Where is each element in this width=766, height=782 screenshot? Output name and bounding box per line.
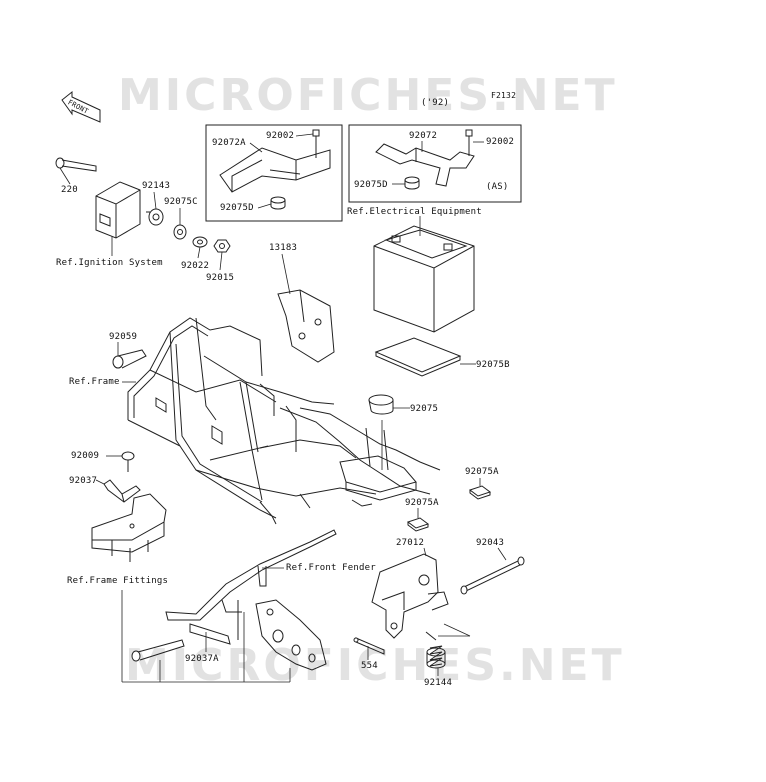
- label-220: 220: [61, 185, 78, 195]
- rod-92043: [460, 556, 525, 595]
- bolt-lower: [131, 639, 185, 662]
- clamp-92037: [103, 479, 141, 503]
- label-92002-left: 92002: [266, 131, 295, 141]
- bolt-92002-right: [465, 129, 473, 156]
- ref-electrical-equipment[interactable]: Ref.Electrical Equipment: [347, 207, 482, 217]
- diagram-code: F2132: [491, 91, 517, 100]
- label-92075d-left: 92075D: [220, 203, 254, 213]
- label-27012: 27012: [396, 538, 425, 548]
- cover-13183: [277, 289, 335, 363]
- ref-frame-fittings[interactable]: Ref.Frame Fittings: [67, 576, 169, 586]
- label-554: 554: [361, 661, 378, 671]
- label-92059: 92059: [109, 332, 138, 342]
- plate: [255, 599, 327, 671]
- label-92075d-right: 92075D: [354, 180, 388, 190]
- frame: [127, 317, 441, 525]
- ref-ignition-system[interactable]: Ref.Ignition System: [56, 258, 163, 268]
- label-92072a: 92072A: [212, 138, 246, 148]
- label-92143: 92143: [142, 181, 171, 191]
- label-92075: 92075: [410, 404, 439, 414]
- leader-lines: [59, 133, 507, 683]
- bracket-92072a: [219, 147, 331, 193]
- group-box-left: [205, 124, 343, 222]
- bracket-frame-fittings: [91, 493, 167, 562]
- ref-frame[interactable]: Ref.Frame: [69, 377, 120, 387]
- label-92009: 92009: [71, 451, 100, 461]
- watermark-bottom: MICROFICHES.NET: [125, 640, 625, 691]
- part-92075c: [173, 224, 187, 240]
- as-note: (AS): [486, 182, 509, 192]
- rubber-92075: [368, 394, 394, 415]
- spring-92144: [425, 631, 446, 669]
- pad-92075a-mid: [406, 517, 430, 532]
- damper-92075d-right: [404, 176, 420, 190]
- pin-554: [353, 637, 385, 655]
- ref-front-fender[interactable]: Ref.Front Fender: [286, 563, 376, 573]
- year-note: ('92): [421, 98, 450, 108]
- label-92075a-mid: 92075A: [405, 498, 439, 508]
- nut-92015: [213, 239, 231, 253]
- bolt-92009: [121, 451, 135, 472]
- ignition-unit: [95, 181, 141, 239]
- bolt-220: [55, 157, 97, 172]
- label-92043: 92043: [476, 538, 505, 548]
- group-box-right: [348, 124, 522, 203]
- washer-92022: [192, 236, 208, 248]
- pad-92075a-right: [468, 485, 492, 500]
- label-92037: 92037: [69, 476, 98, 486]
- label-92144: 92144: [424, 678, 453, 688]
- part-92037a: [189, 600, 239, 645]
- bracket-92072: [375, 143, 475, 187]
- battery: [373, 225, 475, 333]
- label-92022: 92022: [181, 261, 210, 271]
- part-92059: [112, 349, 147, 369]
- bolt-92002-left: [312, 129, 320, 158]
- label-92037a: 92037A: [185, 654, 219, 664]
- label-92075a-right: 92075A: [465, 467, 499, 477]
- fender-stay: [165, 529, 337, 621]
- damper-92075d-left: [270, 196, 286, 210]
- label-92015: 92015: [206, 273, 235, 283]
- label-92075c: 92075C: [164, 197, 198, 207]
- label-92072: 92072: [409, 131, 438, 141]
- label-13183: 13183: [269, 243, 298, 253]
- pad-92075b: [374, 337, 462, 377]
- watermark-top: MICROFICHES.NET: [118, 70, 618, 121]
- label-92002-right: 92002: [486, 137, 515, 147]
- label-92075b: 92075B: [476, 360, 510, 370]
- front-arrow-icon: [61, 90, 101, 123]
- part-92143: [146, 208, 164, 226]
- lever-27012: [371, 553, 449, 639]
